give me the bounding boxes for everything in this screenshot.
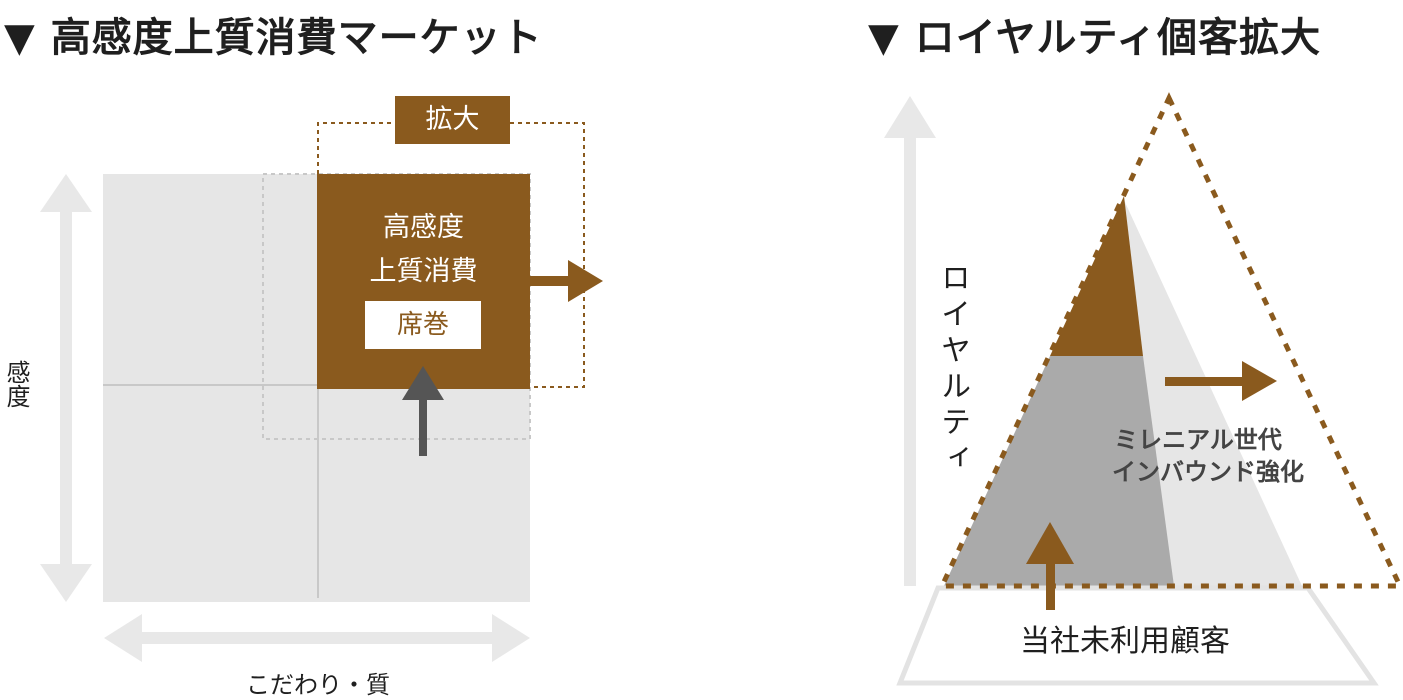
- left-panel-heading: ▼ 高感度上質消費マーケット: [4, 15, 543, 61]
- share-label-box: [365, 301, 481, 349]
- left-vertical-double-arrow: [40, 174, 92, 602]
- right-panel-heading: ▼ ロイヤルティ個客拡大: [868, 15, 1322, 61]
- high-sensitivity-box: [317, 174, 530, 389]
- left-horizontal-double-arrow: [104, 614, 530, 662]
- gray-dotted-area: [262, 173, 531, 440]
- segment-expand-arrow: [1165, 361, 1277, 401]
- expansion-dotted-outline: [317, 122, 585, 388]
- expand-tag-box: [395, 96, 510, 144]
- untapped-customers-label: 当社未利用顧客: [1020, 624, 1230, 659]
- loyalty-axis-arrow: [884, 96, 936, 586]
- right-expand-arrow: [530, 260, 603, 302]
- segment-label-line1: ミレニアル世代: [1114, 426, 1282, 454]
- pyramid-gray-section: [944, 356, 1174, 586]
- pyramid-brown-top: [1050, 196, 1143, 356]
- base-up-arrow: [1026, 522, 1074, 610]
- box-title-line1: 高感度: [383, 212, 464, 243]
- up-gray-arrow: [402, 366, 444, 456]
- share-label: 席巻: [396, 310, 449, 340]
- box-title-line2: 上質消費: [369, 256, 478, 287]
- loyalty-axis-label: ロイヤルティ: [935, 262, 970, 478]
- quality-axis-label: こだわり・質: [246, 671, 390, 699]
- expand-tag-label: 拡大: [425, 104, 480, 135]
- pyramid-light-section: [1115, 200, 1302, 586]
- sensitivity-axis-label: 感度: [2, 360, 30, 408]
- segment-label-line2: インバウンド強化: [1112, 458, 1304, 486]
- expanded-triangle-outline: [938, 92, 1403, 589]
